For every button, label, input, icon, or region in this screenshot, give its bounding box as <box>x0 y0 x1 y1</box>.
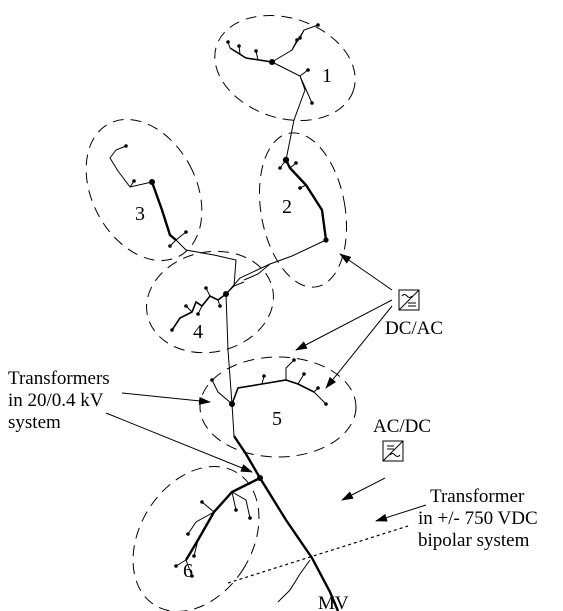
dcac-converter-icon <box>398 289 420 311</box>
transformer-label-line-2: in +/- 750 VDC <box>418 508 538 529</box>
dcac-pointer-to-group-4 <box>295 299 393 351</box>
link-3-4 <box>175 239 237 287</box>
group-1-feeder <box>226 23 320 105</box>
group-4-boundary <box>146 250 274 354</box>
group-6-boundary <box>132 466 260 611</box>
mv-label: MV <box>318 593 349 611</box>
transformers-pointer-group-5 <box>121 392 211 405</box>
transformers-pointer-main <box>105 412 253 473</box>
group-2-boundary <box>258 132 348 288</box>
bipolar-dc-line <box>227 525 409 584</box>
dcac-pointer-to-group-5 <box>325 305 393 389</box>
group-3-boundary <box>85 118 203 262</box>
group-3-node <box>149 179 155 185</box>
link-4-5 <box>225 293 233 405</box>
group-3-feeder <box>109 144 188 248</box>
group-2-node <box>282 156 290 164</box>
link-2-4 <box>225 239 327 295</box>
group-1-boundary <box>214 14 356 122</box>
acdc-pointer <box>341 477 386 501</box>
group-6-label: 6 <box>183 560 193 582</box>
group-5-label: 5 <box>272 408 282 430</box>
group-3-label: 3 <box>135 203 145 225</box>
acdc-label: AC/DC <box>373 416 431 437</box>
link-5-6 <box>233 435 262 479</box>
group-1-label: 1 <box>322 65 332 87</box>
transformer-label-line-1: Transformer <box>430 486 525 507</box>
dcac-pointer-to-group-2 <box>339 253 393 291</box>
group-2-label: 2 <box>282 196 292 218</box>
group-5-boundary <box>199 356 357 458</box>
dcac-label: DC/AC <box>385 318 443 339</box>
group-4-feeder <box>170 281 245 332</box>
transformer-pointer <box>375 504 427 522</box>
link-1-2 <box>285 75 306 161</box>
group-4-label: 4 <box>193 321 203 343</box>
mv-main-line <box>258 477 340 611</box>
mv-side-branch <box>277 559 311 603</box>
transformers-label-line-1: Transformers <box>8 368 110 389</box>
group-5-node <box>229 401 235 407</box>
acdc-converter-icon <box>382 440 404 462</box>
group-1-node <box>269 59 275 65</box>
group-5-feeder <box>210 358 328 437</box>
transformers-label-line-3: system <box>8 412 61 433</box>
transformers-label-line-2: in 20/0.4 kV <box>8 390 104 411</box>
transformer-label-line-3: bipolar system <box>418 530 530 551</box>
group-6-feeder <box>174 475 263 578</box>
